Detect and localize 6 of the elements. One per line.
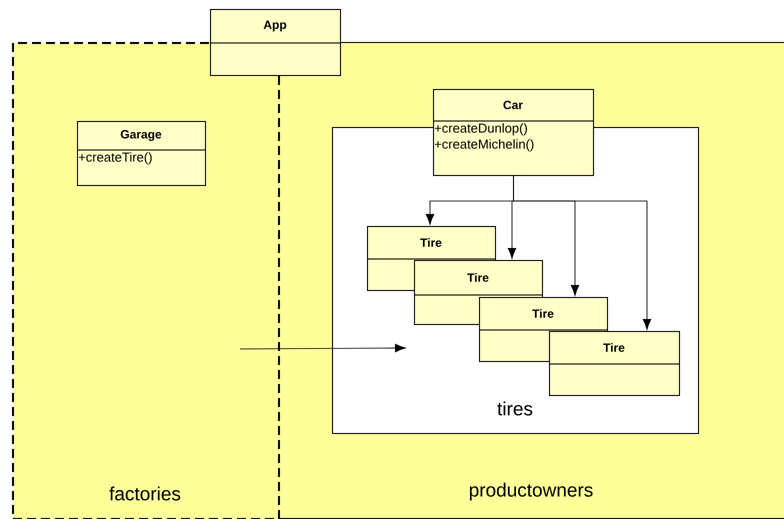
class-box: Car +createDunlop() +createMichelin()	[432, 89, 594, 176]
arrow	[513, 176, 652, 330]
arrow	[240, 344, 406, 352]
class-box: Tire	[548, 331, 680, 396]
class-box: App	[210, 9, 341, 76]
class-box: Garage +createTire()	[76, 121, 206, 186]
